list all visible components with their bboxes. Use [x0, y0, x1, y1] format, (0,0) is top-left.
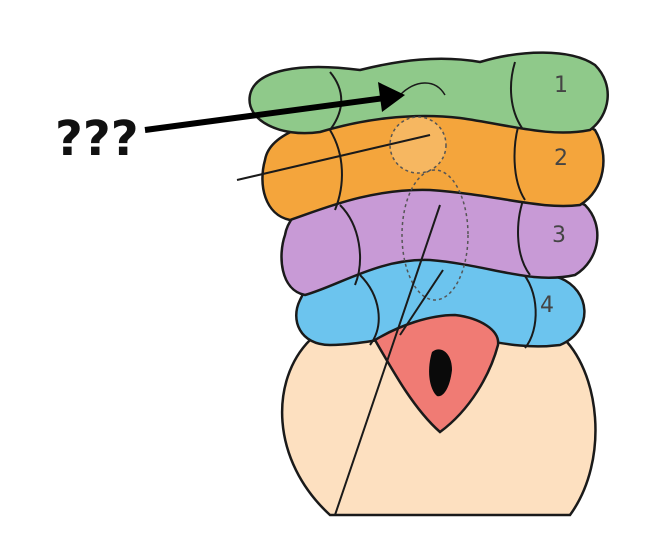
arch-1 — [248, 51, 609, 135]
pointer-line-long — [334, 204, 441, 516]
thyroid-primordium-circle — [389, 116, 447, 174]
question-label: ??? — [55, 111, 139, 167]
arch-number-2: 2 — [554, 146, 568, 171]
pointer-line-upper — [236, 134, 431, 181]
arch-number-1: 1 — [554, 73, 568, 98]
arch-number-4: 4 — [540, 293, 554, 318]
oral-opening — [429, 349, 452, 397]
pointer-arrow — [144, 82, 405, 133]
pointer-line-mid — [399, 269, 444, 336]
arch-number-3: 3 — [552, 223, 566, 248]
foramen-region-oval — [401, 169, 469, 301]
